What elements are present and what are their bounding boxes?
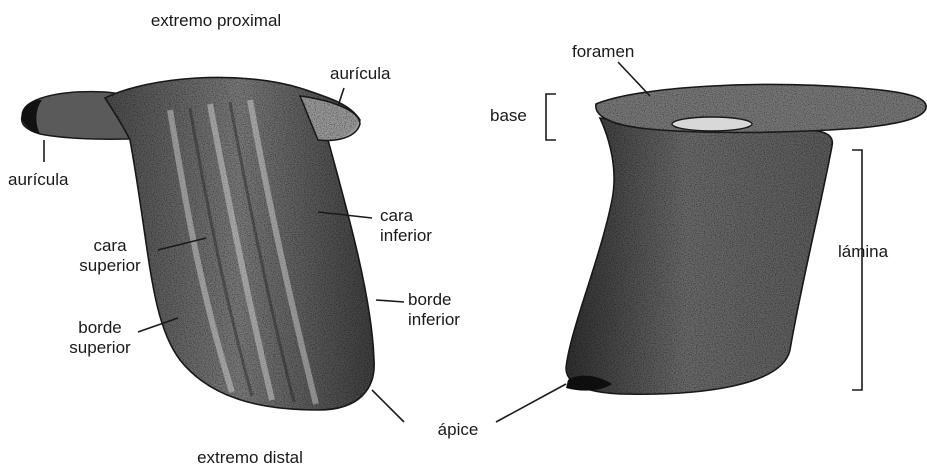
label-borde-superior-line2: superior bbox=[50, 338, 150, 358]
label-cara-inferior-line2: inferior bbox=[380, 226, 432, 246]
label-cara-superior-line1: cara bbox=[56, 236, 164, 256]
label-cara-superior: cara superior bbox=[56, 236, 164, 276]
label-cara-inferior-line1: cara bbox=[380, 206, 432, 226]
label-foramen: foramen bbox=[572, 42, 634, 62]
right-scale-stipple bbox=[566, 118, 832, 394]
label-cara-inferior: cara inferior bbox=[380, 206, 432, 246]
label-borde-superior: borde superior bbox=[50, 318, 150, 358]
label-borde-superior-line1: borde bbox=[50, 318, 150, 338]
label-extremo-distal: extremo distal bbox=[180, 448, 320, 468]
label-auricula-left: aurícula bbox=[8, 170, 68, 190]
label-auricula-top: aurícula bbox=[330, 64, 390, 84]
right-scale bbox=[566, 85, 926, 395]
label-extremo-proximal: extremo proximal bbox=[136, 11, 296, 31]
foramen-shape bbox=[672, 117, 752, 131]
label-borde-inferior-line1: borde bbox=[408, 290, 460, 310]
label-borde-inferior: borde inferior bbox=[408, 290, 460, 330]
label-cara-superior-line2: superior bbox=[56, 256, 164, 276]
label-apice: ápice bbox=[418, 420, 498, 440]
label-base: base bbox=[490, 106, 527, 126]
label-lamina: lámina bbox=[838, 242, 888, 262]
label-borde-inferior-line2: inferior bbox=[408, 310, 460, 330]
